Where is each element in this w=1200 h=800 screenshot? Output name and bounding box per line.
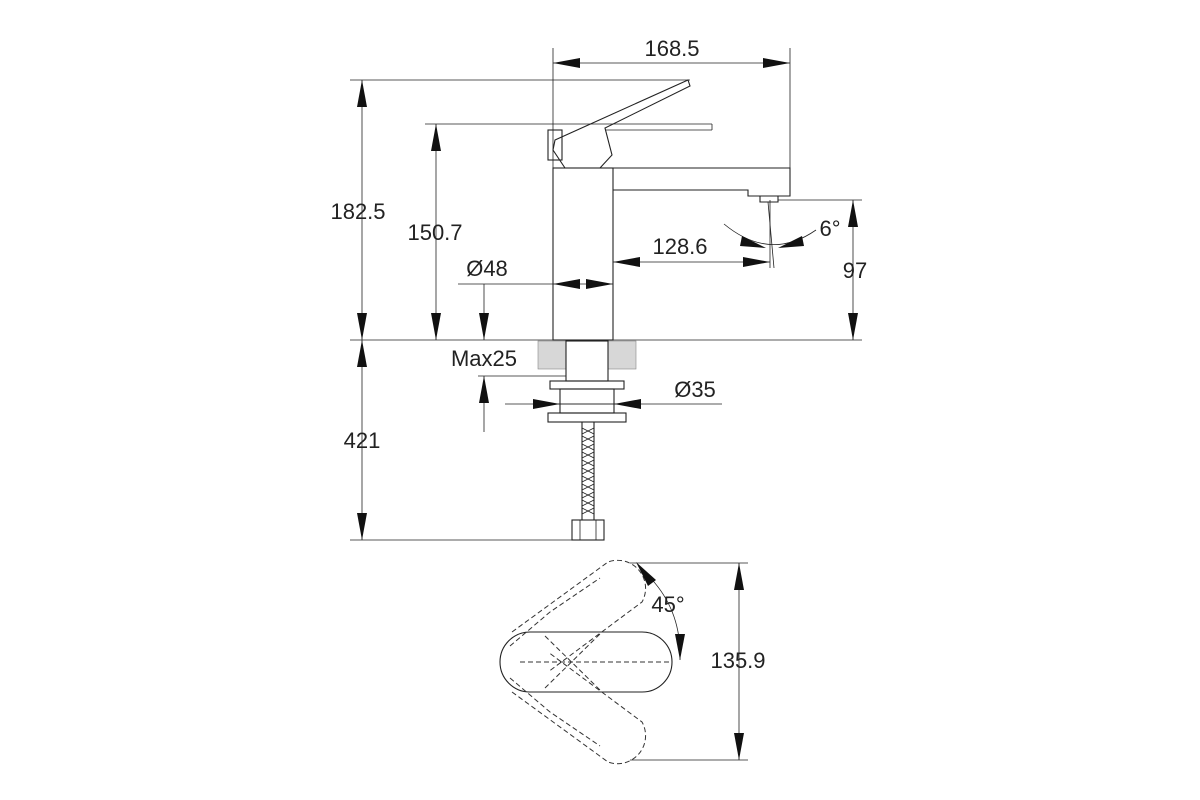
braided-hose [571, 422, 605, 541]
dim-shank-diameter: Ø35 [505, 377, 722, 409]
dim-hose-length: 421 [344, 340, 604, 541]
dim-lever-height: 150.7 [407, 123, 605, 340]
dim-total-height: 182.5 [330, 79, 690, 340]
dim-spout-angle: 6° [723, 201, 841, 269]
dim-lever-plan-length-label: 135.9 [710, 648, 765, 673]
faucet-spout [613, 167, 791, 197]
dim-hose-length-label: 421 [344, 428, 381, 453]
spout-outlet [759, 196, 779, 203]
dim-max-deck-label: Max25 [451, 346, 517, 371]
dim-spout-clearance: 97 [778, 199, 867, 340]
faucet-side-view [547, 79, 791, 341]
dim-lever-rotation-label: 45° [651, 592, 684, 617]
countertop-section [537, 340, 637, 370]
dim-overall-reach: 168.5 [552, 36, 791, 168]
dim-shank-diameter-label: Ø35 [674, 377, 716, 402]
dim-spout-reach: 128.6 [613, 200, 771, 268]
lever-plan-outline [499, 631, 673, 693]
dim-spout-angle-label: 6° [819, 216, 840, 241]
lever-cap [547, 129, 563, 161]
faucet-lever [552, 79, 691, 169]
dim-base-diameter: Ø48 [458, 256, 613, 340]
dim-max-deck: Max25 [451, 346, 566, 432]
dim-base-diameter-label: Ø48 [466, 256, 508, 281]
dim-lever-rotation: 45° [636, 562, 685, 661]
faucet-body [552, 167, 614, 341]
dim-overall-reach-label: 168.5 [644, 36, 699, 61]
dim-spout-clearance-label: 97 [843, 258, 867, 283]
hose-nut [571, 519, 605, 541]
lever-plan-view [499, 559, 673, 765]
dim-total-height-label: 182.5 [330, 199, 385, 224]
dim-lever-plan-length: 135.9 [630, 562, 766, 761]
dim-lever-height-label: 150.7 [407, 220, 462, 245]
dim-spout-reach-label: 128.6 [652, 234, 707, 259]
